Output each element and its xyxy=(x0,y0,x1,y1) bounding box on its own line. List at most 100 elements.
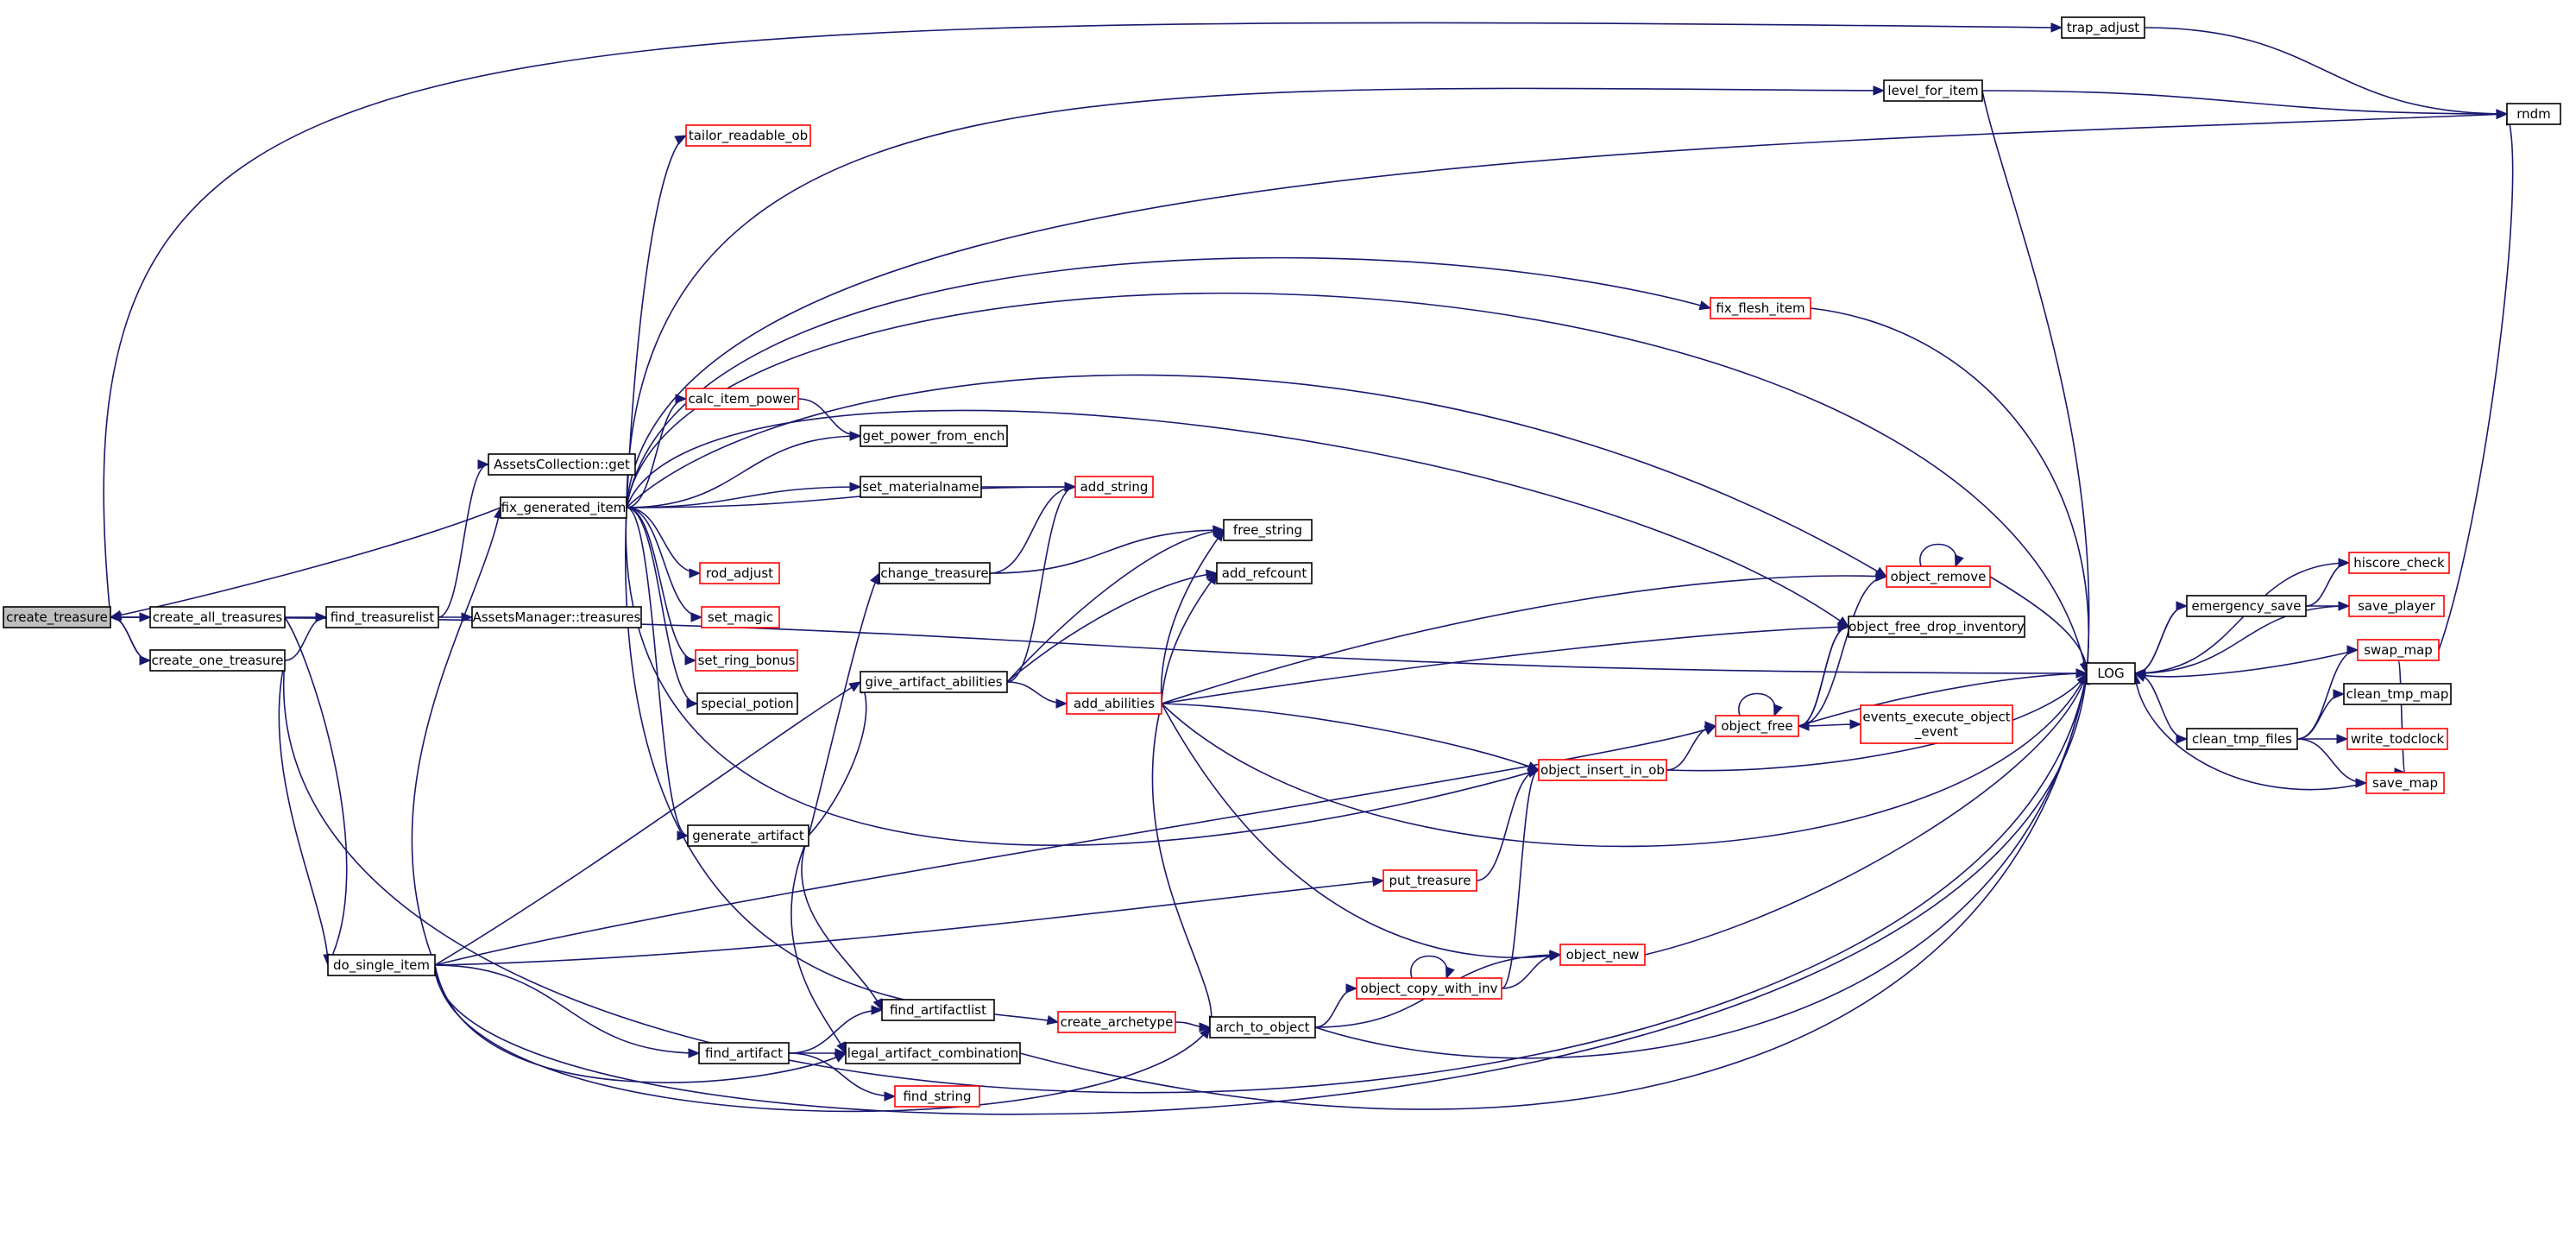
edge-do_single_item-to-legal_artifact_combination xyxy=(434,964,847,1083)
node-box xyxy=(500,496,627,519)
node-label: object_copy_with_inv xyxy=(1361,981,1498,997)
node-box xyxy=(149,649,286,672)
node-create_one_treasure[interactable]: create_one_treasure xyxy=(149,649,286,672)
edge-arrowhead xyxy=(686,698,699,709)
node-level_for_item[interactable]: level_for_item xyxy=(1883,79,1983,102)
edge-line xyxy=(801,835,883,1011)
node-object_copy_with_inv[interactable]: object_copy_with_inv xyxy=(1356,977,1502,1000)
edge-arrowhead xyxy=(1773,704,1783,717)
edge-object_copy_with_inv-to-object_new xyxy=(1501,950,1562,989)
edge-line xyxy=(2397,660,2406,773)
edge-arrowhead xyxy=(835,1048,847,1058)
edge-line xyxy=(626,486,861,508)
node-set_magic[interactable]: set_magic xyxy=(701,606,780,628)
node-create_all_treasures[interactable]: create_all_treasures xyxy=(149,606,286,628)
node-find_artifact[interactable]: find_artifact xyxy=(698,1042,790,1064)
edge-arrowhead xyxy=(109,609,123,621)
node-LOG[interactable]: LOG xyxy=(2086,662,2136,685)
node-swap_map[interactable]: swap_map xyxy=(2357,639,2440,661)
node-box xyxy=(860,425,1008,447)
edge-line xyxy=(434,672,2088,1115)
node-save_map[interactable]: save_map xyxy=(2365,772,2445,794)
edge-swap_map-to-LOG xyxy=(2133,649,2359,682)
edge-line xyxy=(1161,575,1887,704)
node-special_potion[interactable]: special_potion xyxy=(696,692,798,715)
node-get_power_from_ench[interactable]: get_power_from_ench xyxy=(860,425,1008,447)
edge-arrowhead xyxy=(674,135,688,145)
node-hiscore_check[interactable]: hiscore_check xyxy=(2348,552,2450,574)
edge-line xyxy=(790,835,847,1054)
edge-line xyxy=(434,880,1384,966)
node-set_materialname[interactable]: set_materialname xyxy=(860,476,982,498)
node-assets_get[interactable]: AssetsCollection::get xyxy=(488,453,636,476)
node-clean_tmp_files[interactable]: clean_tmp_files xyxy=(2186,728,2298,750)
edge-line xyxy=(626,507,698,704)
node-clean_tmp_map[interactable]: clean_tmp_map xyxy=(2343,683,2452,705)
node-add_refcount[interactable]: add_refcount xyxy=(1216,562,1313,584)
node-calc_item_power[interactable]: calc_item_power xyxy=(685,388,799,410)
edge-line xyxy=(1919,543,1957,567)
edge-line xyxy=(1501,769,1540,989)
node-give_artifact_abilities[interactable]: give_artifact_abilities xyxy=(860,671,1008,693)
node-label: change_treasure xyxy=(880,565,988,582)
node-label: write_todclock xyxy=(2351,731,2445,748)
node-box xyxy=(1559,944,1646,966)
node-events_execute_object_event[interactable]: events_execute_object_event xyxy=(1860,704,2013,744)
edge-line xyxy=(626,435,861,508)
node-generate_artifact[interactable]: generate_artifact xyxy=(687,824,809,847)
node-put_treasure[interactable]: put_treasure xyxy=(1382,869,1477,892)
node-label: level_for_item xyxy=(1887,83,1978,99)
node-write_todclock[interactable]: write_todclock xyxy=(2346,728,2448,750)
node-object_new[interactable]: object_new xyxy=(1559,944,1646,966)
node-fix_flesh_item[interactable]: fix_flesh_item xyxy=(1710,297,1811,319)
edge-line xyxy=(434,725,1716,966)
edge-add_abilities-to-arch_to_object xyxy=(1151,703,1219,1029)
node-do_single_item[interactable]: do_single_item xyxy=(327,954,436,976)
edge-arrowhead xyxy=(2336,734,2349,744)
edge-fix_generated_item-to-fix_flesh_item xyxy=(626,256,1712,508)
node-change_treasure[interactable]: change_treasure xyxy=(879,562,991,584)
node-save_player[interactable]: save_player xyxy=(2348,595,2445,617)
edge-arrowhead xyxy=(689,568,702,578)
node-rod_adjust[interactable]: rod_adjust xyxy=(699,562,780,584)
node-tailor_readable_ob[interactable]: tailor_readable_ob xyxy=(685,124,811,147)
node-object_free[interactable]: object_free xyxy=(1715,715,1799,737)
node-arch_to_object[interactable]: arch_to_object xyxy=(1209,1016,1316,1039)
node-assets_treasures[interactable]: AssetsManager::treasures xyxy=(471,606,642,628)
node-object_insert_in_ob[interactable]: object_insert_in_ob xyxy=(1538,759,1667,781)
edge-arrowhead xyxy=(1205,569,1219,579)
node-object_remove[interactable]: object_remove xyxy=(1886,565,1991,588)
node-rndm[interactable]: rndm xyxy=(2506,103,2561,125)
edge-LOG-to-emergency_save xyxy=(2134,601,2189,674)
edge-line xyxy=(626,398,687,508)
node-find_artifactlist[interactable]: find_artifactlist xyxy=(881,999,995,1021)
edge-find_treasurelist-to-assets_get xyxy=(438,459,490,618)
edge-fix_generated_item-to-get_power_from_ench xyxy=(626,431,862,508)
node-free_string[interactable]: free_string xyxy=(1223,519,1313,541)
node-box xyxy=(894,1085,980,1108)
node-legal_artifact_combination[interactable]: legal_artifact_combination xyxy=(845,1042,1021,1064)
node-find_string[interactable]: find_string xyxy=(894,1085,980,1108)
node-set_ring_bonus[interactable]: set_ring_bonus xyxy=(695,649,798,672)
node-fix_generated_item[interactable]: fix_generated_item xyxy=(500,496,627,519)
edge-object_free_drop_inventory-to-object_free xyxy=(1797,626,1849,731)
node-label: set_ring_bonus xyxy=(698,653,796,669)
edge-arrowhead xyxy=(684,655,697,666)
edge-line xyxy=(434,964,1211,1113)
node-create_archetype[interactable]: create_archetype xyxy=(1057,1011,1176,1033)
node-add_string[interactable]: add_string xyxy=(1074,476,1154,498)
node-find_treasurelist[interactable]: find_treasurelist xyxy=(325,606,439,628)
edge-line xyxy=(434,681,861,966)
node-object_free_drop_inventory[interactable]: object_free_drop_inventory xyxy=(1848,616,2025,638)
node-box xyxy=(1886,565,1991,588)
edge-line xyxy=(2134,672,2367,791)
node-box xyxy=(2343,683,2452,705)
node-add_abilities[interactable]: add_abilities xyxy=(1066,692,1162,715)
node-box xyxy=(2348,595,2445,617)
edge-add_abilities-to-object_insert_in_ob xyxy=(1161,703,1540,771)
node-emergency_save[interactable]: emergency_save xyxy=(2186,595,2307,617)
edge-fix_generated_item-to-level_for_item xyxy=(626,85,1886,508)
edge-line xyxy=(1161,703,1561,959)
node-trap_adjust[interactable]: trap_adjust xyxy=(2061,16,2145,39)
node-label: add_string xyxy=(1080,479,1149,496)
